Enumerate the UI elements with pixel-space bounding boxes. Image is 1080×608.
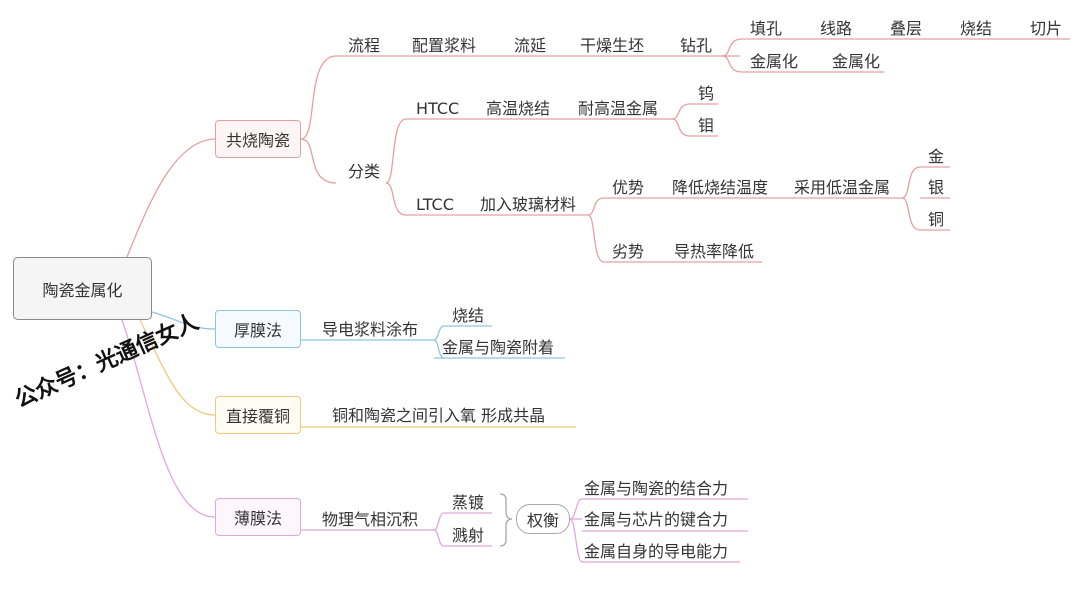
htcc-step[interactable]: 高温烧结 [486,99,551,118]
branch-curve [587,214,605,263]
advantage-label[interactable]: 优势 [612,178,645,197]
advantage-step[interactable]: 降低烧结温度 [672,178,769,197]
branch-curve [901,166,921,199]
thin-step[interactable]: 物理气相沉积 [322,510,419,529]
htcc-step[interactable]: 耐高温金属 [578,99,659,118]
bracket-line [499,493,513,547]
disadvantage-label[interactable]: 劣势 [612,242,645,261]
root-link [126,138,216,258]
dbc-desc[interactable]: 铜和陶瓷之间引入氧 形成共晶 [332,406,546,425]
balance-link [569,498,583,520]
branch-curve [721,38,743,57]
branch-curve [385,118,407,184]
branch-curve [587,197,605,216]
flow-substep[interactable]: 叠层 [890,19,923,38]
flow-substep[interactable]: 金属化 [750,52,799,71]
root-link [151,311,216,330]
htcc-label[interactable]: HTCC [416,99,460,118]
thin-method[interactable]: 溅射 [452,526,485,545]
ltcc-label[interactable]: LTCC [416,195,454,214]
flow-substep[interactable]: 填孔 [750,19,783,38]
thick-step[interactable]: 导电浆料涂布 [322,320,419,339]
root-node[interactable]: 陶瓷金属化 [13,257,152,320]
cofired-node[interactable]: 共烧陶瓷 [215,120,301,158]
branch-curve [671,103,691,120]
classify-label[interactable]: 分类 [348,162,381,181]
flow-substep[interactable]: 切片 [1030,19,1063,38]
flow-step[interactable]: 流延 [514,36,547,55]
flow-substep[interactable]: 线路 [820,19,853,38]
htcc-metal[interactable]: 钼 [698,116,715,135]
branch-curve [901,197,921,231]
ltcc-metal[interactable]: 银 [928,178,945,197]
balance-factor[interactable]: 金属自身的导电能力 [584,542,729,561]
branch-curve [300,138,337,184]
balance-node[interactable]: 权衡 [516,504,570,534]
ltcc-metal[interactable]: 金 [928,147,945,166]
root-link [139,319,216,416]
branch-curve [385,182,407,216]
branch-curve [721,55,743,73]
flow-substep[interactable]: 金属化 [832,52,881,71]
balance-factor[interactable]: 金属与陶瓷的结合力 [584,479,729,498]
flow-substep[interactable]: 烧结 [960,19,993,38]
ltcc-step[interactable]: 加入玻璃材料 [480,195,577,214]
advantage-step[interactable]: 采用低温金属 [794,178,891,197]
balance-factor[interactable]: 金属与芯片的键合力 [584,510,729,529]
thick-item[interactable]: 烧结 [452,306,485,325]
branch-curve [300,55,337,140]
branch-curve [433,325,445,341]
thin-method[interactable]: 蒸镀 [452,493,485,512]
flow-step[interactable]: 钻孔 [680,36,713,55]
thick-item[interactable]: 金属与陶瓷附着 [442,338,555,357]
dbc-node[interactable]: 直接覆铜 [215,396,301,434]
ltcc-metal[interactable]: 铜 [928,210,945,229]
thick-film-node[interactable]: 厚膜法 [215,310,301,348]
branch-curve [671,118,691,137]
htcc-metal[interactable]: 钨 [698,84,715,103]
flow-label[interactable]: 流程 [348,36,381,55]
flow-step[interactable]: 配置浆料 [412,36,477,55]
disadvantage-result[interactable]: 导热率降低 [674,242,755,261]
flow-step[interactable]: 干燥生坯 [580,36,645,55]
root-link [121,319,216,518]
branch-curve [433,512,445,531]
branch-curve [433,529,445,547]
balance-link [569,518,583,563]
thin-film-node[interactable]: 薄膜法 [215,498,301,536]
